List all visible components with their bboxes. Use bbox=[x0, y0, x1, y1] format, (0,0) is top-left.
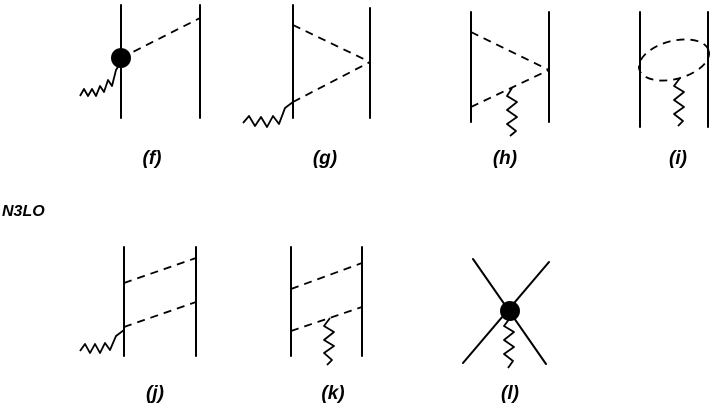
diagram-i: (i) bbox=[637, 11, 711, 169]
vertex-blob bbox=[111, 48, 131, 68]
label-k: (k) bbox=[321, 383, 344, 404]
label-f: (f) bbox=[143, 148, 162, 169]
photon-line bbox=[673, 77, 685, 127]
pion-line-lower bbox=[290, 306, 363, 332]
pion-line-upper bbox=[123, 257, 197, 284]
label-h: (h) bbox=[493, 148, 517, 169]
diagram-g: (g) bbox=[242, 4, 371, 169]
photon-line bbox=[323, 317, 335, 366]
pion-line-upper bbox=[292, 24, 371, 63]
pion-line-lower bbox=[123, 301, 197, 328]
diagram-f: (f) bbox=[79, 4, 201, 169]
pion-line-lower bbox=[292, 61, 371, 103]
pion-line-upper bbox=[290, 262, 363, 290]
diagram-k: (k) bbox=[290, 246, 363, 404]
photon-line bbox=[506, 87, 518, 137]
label-i: (i) bbox=[669, 148, 687, 169]
photon-line bbox=[242, 101, 294, 128]
pion-line-lower bbox=[470, 69, 550, 108]
diagram-h: (h) bbox=[470, 11, 550, 169]
contact-vertex bbox=[500, 301, 520, 321]
diagram-l: (l) bbox=[462, 258, 550, 404]
diagram-j: (j) bbox=[79, 246, 197, 404]
label-l: (l) bbox=[501, 383, 519, 404]
photon-line bbox=[79, 329, 125, 354]
pion-line bbox=[120, 17, 201, 59]
photon-line bbox=[79, 61, 122, 97]
pion-loop bbox=[637, 38, 711, 82]
label-g: (g) bbox=[313, 148, 337, 169]
pion-line-upper bbox=[470, 31, 550, 71]
label-j: (j) bbox=[146, 383, 164, 404]
section-label: N3LO bbox=[2, 203, 45, 220]
photon-line bbox=[503, 317, 515, 369]
